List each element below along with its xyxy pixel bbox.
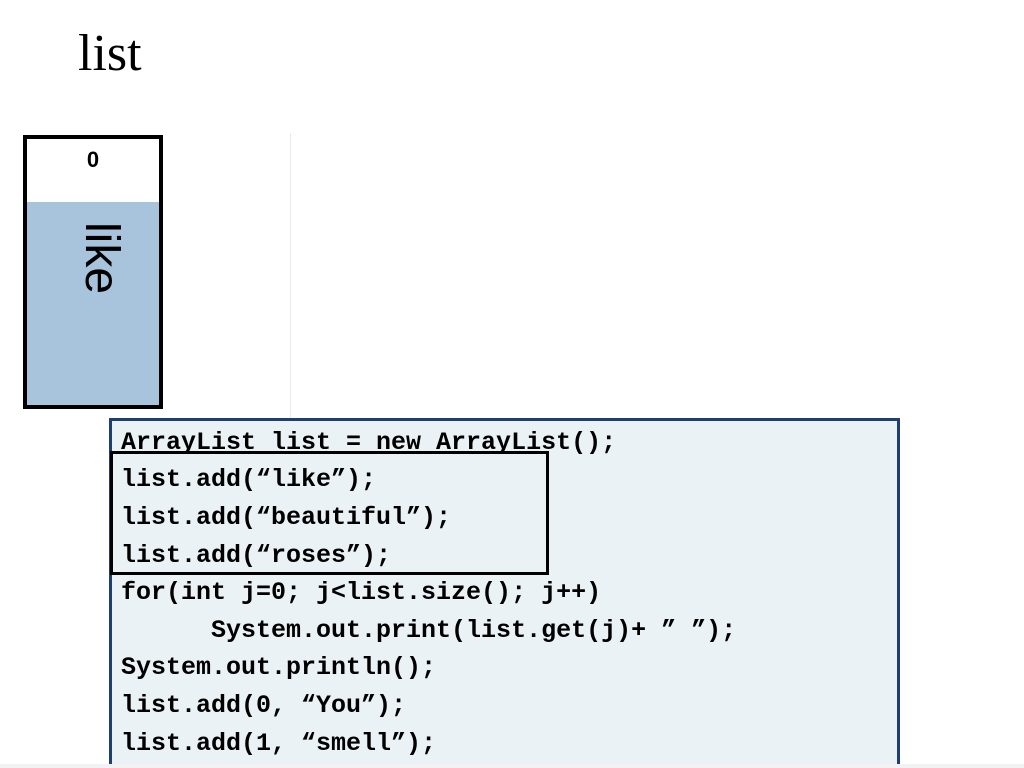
code-line: list.add(“beautiful”); xyxy=(121,503,452,532)
code-line: list.add(0, “You”); xyxy=(121,691,407,720)
code-line: ArrayList list = new ArrayList(); xyxy=(121,428,617,457)
array-index-cell: 0 xyxy=(23,135,163,210)
code-line: list.add(“roses”); xyxy=(121,541,392,570)
footer-bar xyxy=(0,764,1024,768)
array-value-label: like xyxy=(75,222,128,295)
array-value-cell: like xyxy=(23,202,163,409)
code-line: System.out.println(); xyxy=(121,653,437,682)
code-box xyxy=(109,418,900,768)
slide-title: list xyxy=(78,25,142,82)
code-line: list.add(“like”); xyxy=(121,465,377,494)
code-line: System.out.print(list.get(j)+ ” ”); xyxy=(121,616,737,645)
code-line: for(int j=0; j<list.size(); j++) xyxy=(121,578,602,607)
vertical-divider xyxy=(290,133,291,418)
code-line: list.add(1, “smell”); xyxy=(121,729,437,758)
array-index-label: 0 xyxy=(86,147,100,172)
